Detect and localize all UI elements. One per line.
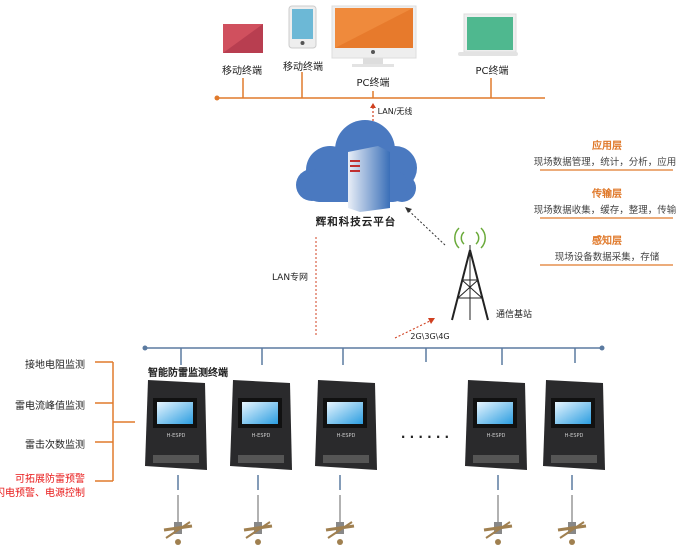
terminal-label: 移动终端 xyxy=(283,62,323,73)
extended-function-label: 可拓展防雷预警 xyxy=(15,474,85,485)
tower-cloud-link xyxy=(406,208,446,246)
function-bracket xyxy=(95,361,135,482)
lightning-rod-icon xyxy=(325,495,355,545)
lightning-rod-icon xyxy=(483,495,513,545)
bottom-bus xyxy=(145,347,602,490)
function-label: 雷电流峰值监测 xyxy=(15,401,85,412)
mobile-network-label: 2G\3G\4G xyxy=(410,332,450,341)
base-station-label: 通信基站 xyxy=(495,310,533,320)
lightning-rod-icon xyxy=(163,495,193,545)
lightning-rod-icon xyxy=(557,495,587,545)
server-icon xyxy=(348,146,390,212)
function-label: 雷击次数监测 xyxy=(25,440,85,451)
tower-icon xyxy=(451,245,489,321)
laptop-icon xyxy=(458,13,518,56)
layer-dividers xyxy=(540,169,673,266)
monitoring-terminal-device xyxy=(230,380,292,470)
signal-icon xyxy=(454,227,486,249)
device-model-label: H-ESPD xyxy=(251,433,271,439)
layer-title: 传输层 xyxy=(592,189,622,200)
top-bus xyxy=(217,72,545,99)
device-model-label: H-ESPD xyxy=(564,433,584,439)
terminal-label: PC终端 xyxy=(356,78,390,89)
layer-title: 感知层 xyxy=(592,236,622,247)
extended-function-label: 闪电预警、电源控制 xyxy=(0,488,85,499)
tablet-icon xyxy=(223,24,263,53)
layer-desc: 现场数据管理，统计，分析，应用 xyxy=(533,157,677,168)
function-label: 接地电阻监测 xyxy=(25,360,85,371)
layer-title: 应用层 xyxy=(592,141,622,152)
device-model-label: H-ESPD xyxy=(486,433,506,439)
mobile-link xyxy=(394,319,433,339)
monitoring-terminal-device xyxy=(145,380,207,470)
monitoring-terminal-device xyxy=(315,380,377,470)
device-model-label: H-ESPD xyxy=(336,433,356,439)
device-group-label: 智能防雷监测终端 xyxy=(148,368,228,379)
lan-wireless-label: LAN/无线 xyxy=(377,107,413,116)
layer-desc: 现场数据收集，缓存，整理，传输 xyxy=(533,205,677,216)
ellipsis: · · · · · · xyxy=(400,430,450,444)
lightning-rod-icon xyxy=(243,495,273,545)
device-model-label: H-ESPD xyxy=(166,433,186,439)
monitoring-terminal-device xyxy=(465,380,527,470)
lan-private-label: LAN专网 xyxy=(271,273,309,283)
terminal-label: 移动终端 xyxy=(222,66,262,77)
phone-icon xyxy=(288,5,317,49)
monitoring-terminal-device xyxy=(543,380,605,470)
terminal-label: PC终端 xyxy=(475,66,509,77)
layer-desc: 现场设备数据采集，存储 xyxy=(554,252,660,263)
cloud-platform-label: 辉和科技云平台 xyxy=(315,216,397,228)
monitor-icon xyxy=(331,5,417,67)
